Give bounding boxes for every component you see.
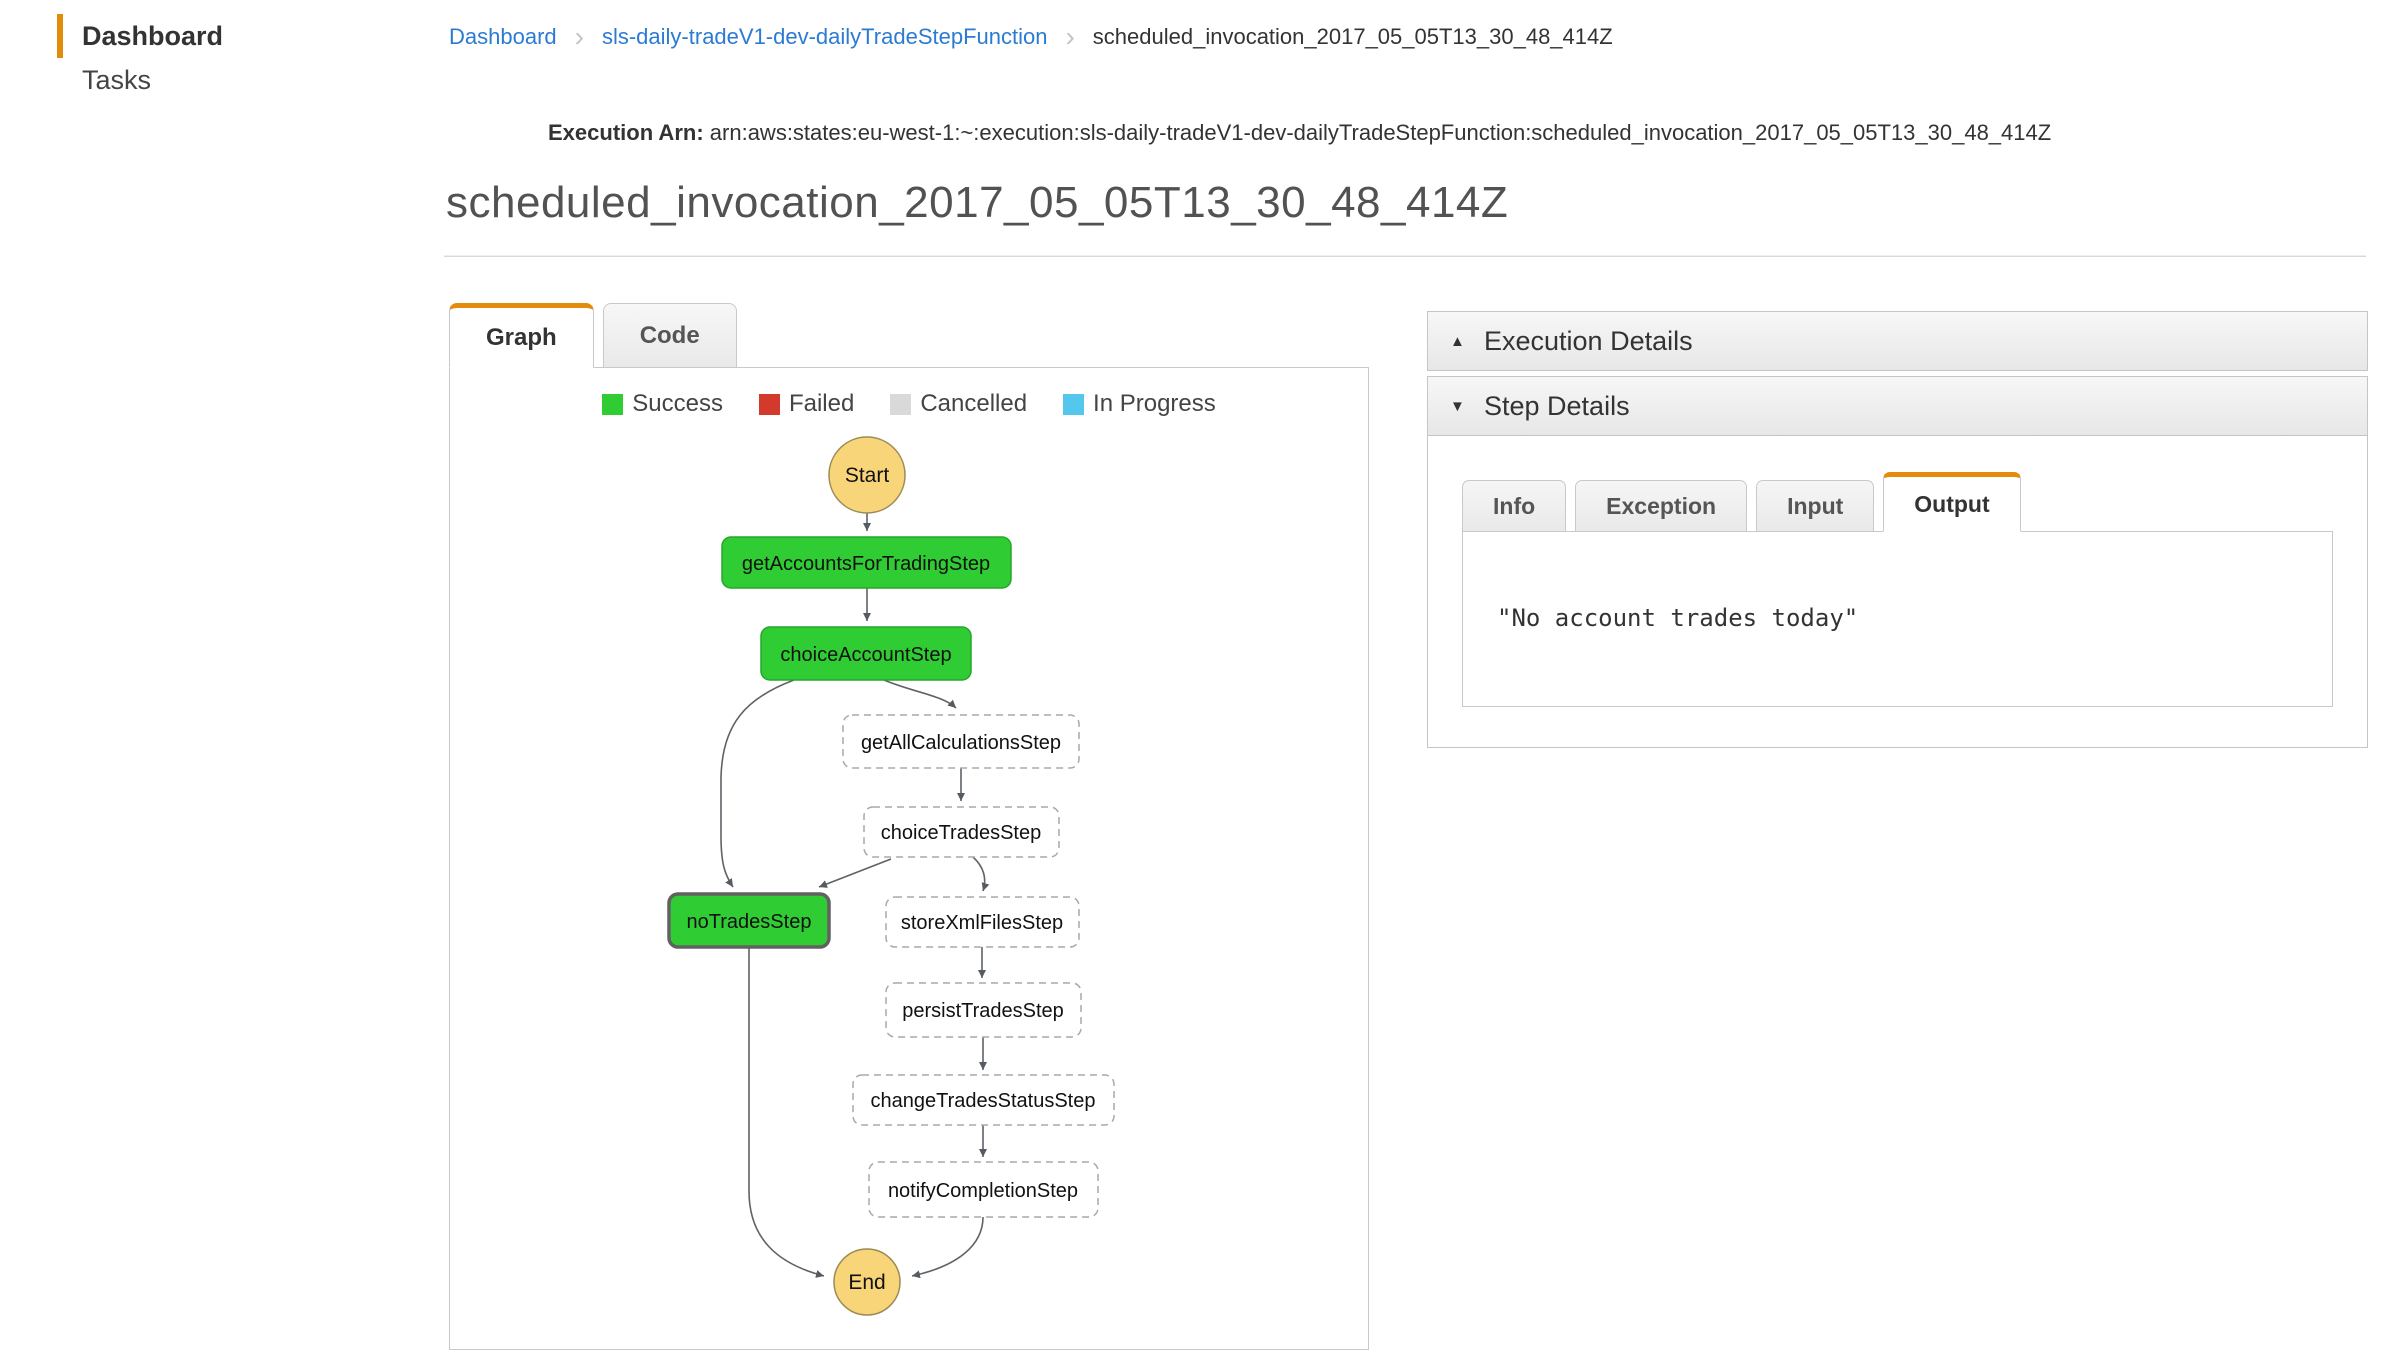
node-end[interactable]: End xyxy=(833,1248,901,1316)
tab-output[interactable]: Output xyxy=(1883,472,2021,532)
failed-swatch-icon xyxy=(758,393,780,415)
node-getAccountsForTradingStep[interactable]: getAccountsForTradingStep xyxy=(721,536,1012,589)
success-swatch-icon xyxy=(602,393,624,415)
node-label: noTradesStep xyxy=(687,911,812,933)
sidebar-item-tasks[interactable]: Tasks xyxy=(82,64,152,95)
edge-choiceTrades-noTrades xyxy=(818,858,892,888)
legend-item-success: Success xyxy=(602,390,723,418)
node-storeXmlFilesStep[interactable]: storeXmlFilesStep xyxy=(885,896,1080,948)
node-label: storeXmlFilesStep xyxy=(901,912,1063,934)
tab-code[interactable]: Code xyxy=(602,303,737,368)
tab-input[interactable]: Input xyxy=(1756,480,1875,532)
edge-notifyCompletion-end xyxy=(911,1216,984,1279)
node-noTradesStep[interactable]: noTradesStep xyxy=(667,892,831,949)
node-label: changeTradesStatusStep xyxy=(871,1090,1096,1112)
node-persistTradesStep[interactable]: persistTradesStep xyxy=(885,982,1082,1038)
step-details-header[interactable]: ▼ Step Details xyxy=(1427,376,2368,436)
node-end-label: End xyxy=(848,1271,885,1294)
collapse-triangle-icon: ▲ xyxy=(1450,332,1465,350)
expand-triangle-icon: ▼ xyxy=(1450,397,1465,415)
node-label: persistTradesStep xyxy=(902,1000,1064,1022)
node-changeTradesStatusStep[interactable]: changeTradesStatusStep xyxy=(852,1074,1115,1126)
edge-choiceAccount-noTrades xyxy=(720,679,795,888)
sidebar: Dashboard Tasks xyxy=(57,14,223,102)
legend-item-cancelled: Cancelled xyxy=(890,390,1027,418)
breadcrumb-separator-icon: › xyxy=(574,21,584,52)
execution-arn-label: Execution Arn: xyxy=(548,120,704,145)
node-label: choiceTradesStep xyxy=(881,822,1041,844)
legend-label: In Progress xyxy=(1093,390,1216,417)
step-details-tab-bar: Info Exception Input Output xyxy=(1462,472,2333,532)
status-legend: Success Failed Cancelled In Progress xyxy=(450,390,1368,418)
execution-details-title: Execution Details xyxy=(1484,325,1693,356)
node-label: choiceAccountStep xyxy=(780,644,951,666)
node-label: getAccountsForTradingStep xyxy=(742,553,990,575)
execution-arn-line: Execution Arn: arn:aws:states:eu-west-1:… xyxy=(548,120,2051,146)
cancelled-swatch-icon xyxy=(890,393,912,415)
step-details-title: Step Details xyxy=(1484,390,1630,421)
node-notifyCompletionStep[interactable]: notifyCompletionStep xyxy=(868,1161,1099,1218)
state-machine-graph: Start getAccountsForTradingStep choiceAc… xyxy=(667,436,1115,1316)
details-panel: ▲ Execution Details ▼ Step Details Info … xyxy=(1427,311,2368,748)
execution-details-header[interactable]: ▲ Execution Details xyxy=(1427,311,2368,371)
breadcrumb-current-execution: scheduled_invocation_2017_05_05T13_30_48… xyxy=(1092,24,1613,49)
legend-item-in-progress: In Progress xyxy=(1063,390,1216,418)
edge-choiceAccount-getAllCalculations xyxy=(883,679,957,709)
title-divider xyxy=(444,255,2366,257)
tab-info[interactable]: Info xyxy=(1462,480,1567,532)
step-details-body: Info Exception Input Output "No account … xyxy=(1427,436,2368,748)
breadcrumb: Dashboard › sls-daily-tradeV1-dev-dailyT… xyxy=(449,21,1613,52)
in-progress-swatch-icon xyxy=(1063,393,1085,415)
sidebar-item-dashboard[interactable]: Dashboard xyxy=(57,14,223,58)
node-choiceAccountStep[interactable]: choiceAccountStep xyxy=(760,626,972,681)
execution-graph-panel: Success Failed Cancelled In Progress xyxy=(449,367,1369,1350)
edge-noTrades-end xyxy=(748,947,825,1278)
legend-label: Failed xyxy=(788,390,855,417)
breadcrumb-separator-icon: › xyxy=(1065,21,1075,52)
main-tab-bar: Graph Code xyxy=(449,303,737,368)
legend-label: Success xyxy=(632,390,723,417)
breadcrumb-dashboard-link[interactable]: Dashboard xyxy=(449,24,557,49)
step-output-content: "No account trades today" xyxy=(1462,531,2333,707)
tab-graph[interactable]: Graph xyxy=(449,303,594,368)
legend-label: Cancelled xyxy=(920,390,1028,417)
node-start-label: Start xyxy=(845,464,890,487)
tab-exception[interactable]: Exception xyxy=(1575,480,1748,532)
node-label: getAllCalculationsStep xyxy=(861,732,1061,754)
legend-item-failed: Failed xyxy=(758,390,855,418)
node-choiceTradesStep[interactable]: choiceTradesStep xyxy=(863,806,1060,858)
execution-arn-value: arn:aws:states:eu-west-1:~:execution:sls… xyxy=(709,120,2052,145)
page-title: scheduled_invocation_2017_05_05T13_30_48… xyxy=(446,178,1509,227)
node-start[interactable]: Start xyxy=(828,436,906,514)
breadcrumb-statemachine-link[interactable]: sls-daily-tradeV1-dev-dailyTradeStepFunc… xyxy=(601,24,1048,49)
node-getAllCalculationsStep[interactable]: getAllCalculationsStep xyxy=(842,714,1080,769)
edge-choiceTrades-storeXml xyxy=(972,856,990,892)
node-label: notifyCompletionStep xyxy=(888,1180,1078,1202)
